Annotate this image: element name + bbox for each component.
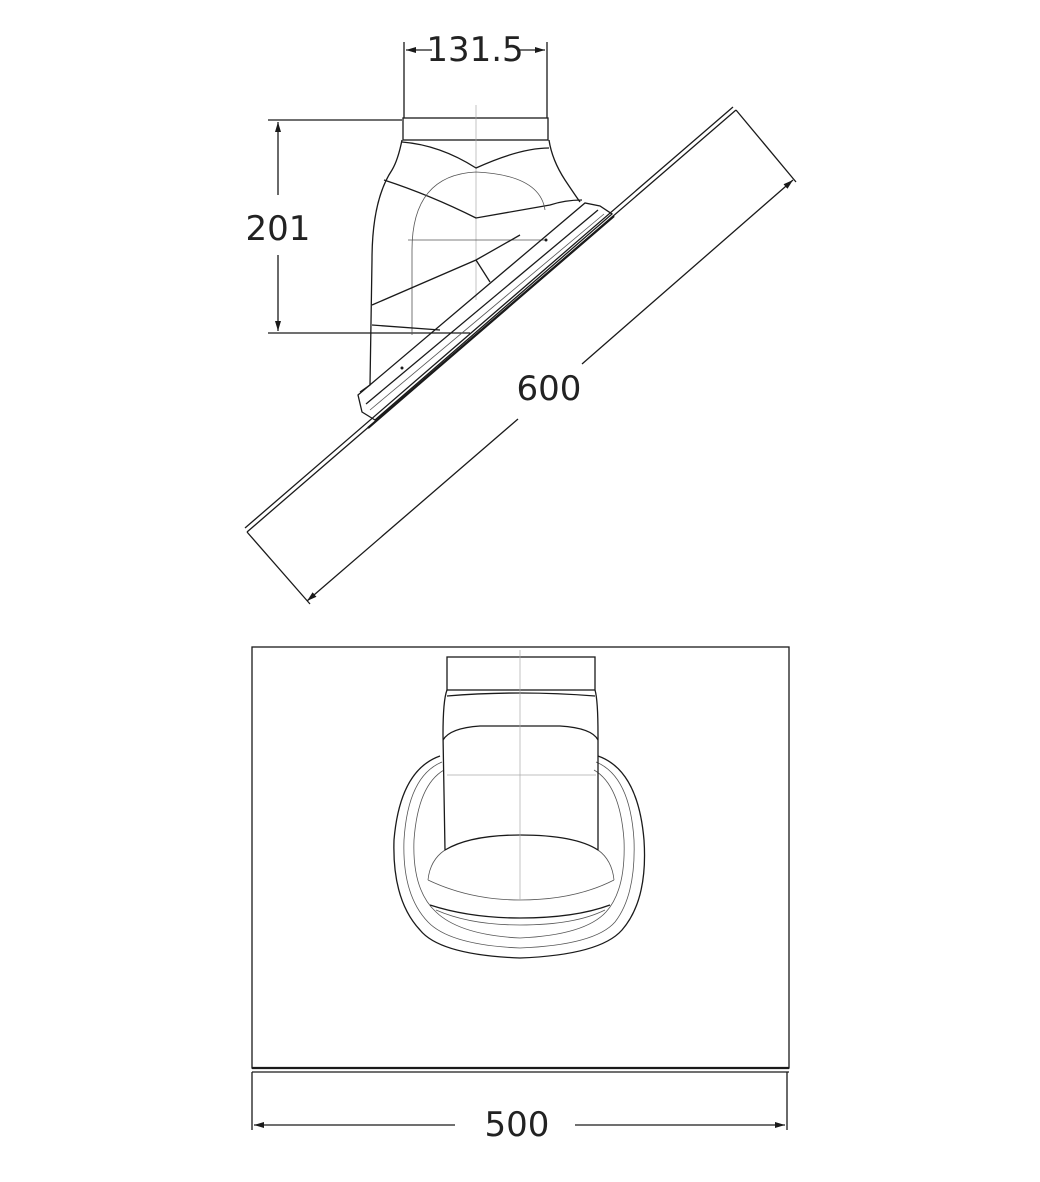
pipe-diameter-label: 131.5 xyxy=(426,30,523,70)
pipe-collar xyxy=(402,105,549,300)
boot-plan xyxy=(393,650,646,959)
side-view: 131.5 201 600 xyxy=(244,30,797,605)
width-dimension: 500 xyxy=(251,1072,788,1145)
roof-sheet-plan xyxy=(251,646,790,1069)
length-dimension: 600 xyxy=(246,109,797,605)
flashing-boot-body xyxy=(357,139,615,429)
height-label: 201 xyxy=(246,209,311,249)
pipe-diameter-dimension: 131.5 xyxy=(403,30,548,118)
length-label: 600 xyxy=(517,369,582,409)
top-view: 500 xyxy=(251,646,790,1145)
height-dimension: 201 xyxy=(246,119,470,334)
width-label: 500 xyxy=(485,1105,550,1145)
